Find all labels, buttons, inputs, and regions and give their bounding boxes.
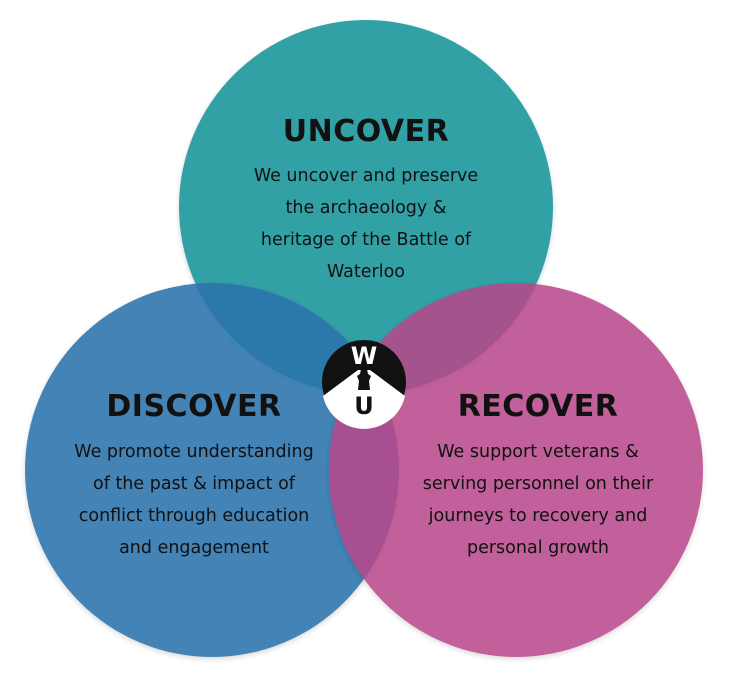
discover-line-2: of the past & impact of — [93, 474, 296, 494]
uncover-line-1: We uncover and preserve — [254, 166, 478, 186]
recover-text-group: RECOVER We support veterans & serving pe… — [423, 389, 654, 558]
uncover-line-3: heritage of the Battle of — [261, 230, 472, 250]
uncover-line-2: the archaeology & — [286, 198, 447, 218]
recover-title: RECOVER — [458, 389, 619, 424]
discover-line-3: conflict through education — [79, 506, 310, 526]
recover-line-1: We support veterans & — [437, 442, 639, 462]
logo-letter-u: U — [354, 392, 374, 420]
discover-line-4: and engagement — [119, 538, 269, 558]
recover-line-2: serving personnel on their — [423, 474, 654, 494]
soldier-silhouette-icon — [357, 369, 371, 390]
discover-line-1: We promote understanding — [74, 442, 313, 462]
discover-text-group: DISCOVER We promote understanding of the… — [74, 389, 313, 558]
recover-circle — [329, 283, 703, 657]
wu-logo: W U — [322, 340, 406, 429]
recover-line-3: journeys to recovery and — [428, 506, 648, 526]
uncover-line-4: Waterloo — [327, 262, 405, 282]
uncover-text-group: UNCOVER We uncover and preserve the arch… — [254, 114, 478, 282]
logo-light-area — [323, 370, 405, 429]
discover-title: DISCOVER — [106, 389, 281, 424]
logo-letter-w: W — [351, 342, 377, 370]
discover-circle — [25, 283, 399, 657]
uncover-title: UNCOVER — [283, 114, 450, 149]
recover-line-4: personal growth — [467, 538, 609, 558]
